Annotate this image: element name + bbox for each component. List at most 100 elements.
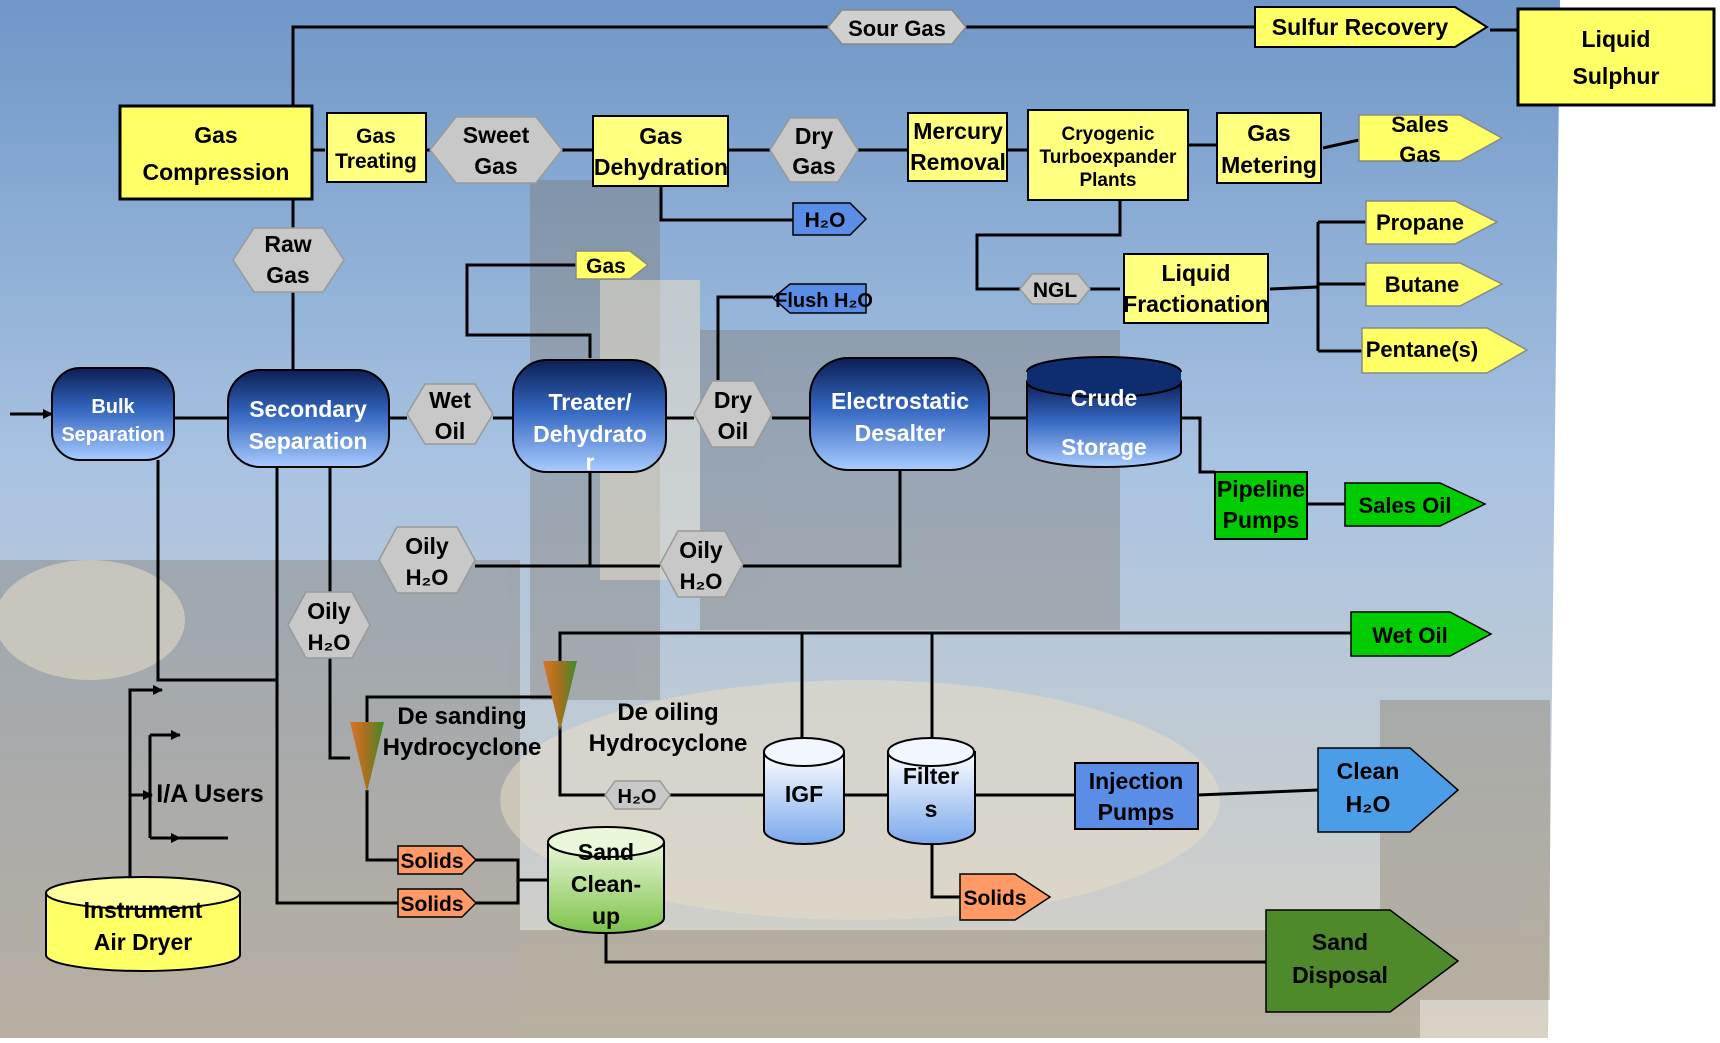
liquid-sulphur-box: Liquid Sulphur: [1516, 7, 1716, 107]
filters-vessel: Filter s: [887, 737, 976, 846]
clean-h2o-label-2: H₂O: [1346, 791, 1391, 817]
h2o-dehydration-output: H₂O: [792, 202, 868, 236]
pipeline-pumps-box: Pipeline Pumps: [1214, 471, 1308, 540]
bulk-separation-label-2: Separation: [61, 424, 164, 446]
gas-metering-label-2: Metering: [1221, 152, 1317, 178]
oily-h2o-left-label-2: H₂O: [406, 565, 449, 590]
injection-pumps-box: Injection Pumps: [1074, 762, 1199, 830]
air-dryer-label-1: Instrument: [84, 897, 203, 923]
solids-upper-label: Solids: [400, 850, 463, 873]
desanding-label-1: De sanding: [397, 703, 526, 730]
sales-oil-output: Sales Oil: [1344, 482, 1487, 527]
flush-h2o-input: Flush H₂O: [771, 283, 873, 314]
solids-lower-label: Solids: [400, 893, 463, 916]
liquid-sulphur-label-2: Sulphur: [1573, 63, 1660, 89]
bulk-separation-vessel: Bulk Separation: [51, 367, 175, 461]
liquid-fractionation-box: Liquid Fractionation: [1123, 253, 1269, 324]
filters-label-1: Filter: [903, 763, 959, 789]
oily-h2o-right-label-1: Oily: [679, 537, 723, 563]
injection-pumps-label-1: Injection: [1089, 768, 1184, 794]
air-dryer-label-2: Air Dryer: [94, 929, 192, 955]
oily-h2o-middle-label-1: Oily: [307, 598, 351, 624]
wet-oil-hex-label-1: Wet: [429, 387, 471, 413]
sand-cleanup-label-2: Clean-: [571, 871, 641, 897]
deoiling-hydrocyclone: De oiling Hydrocyclone: [543, 661, 747, 757]
gas-compression-label-1: Gas: [194, 122, 237, 148]
sand-cleanup-label-3: up: [592, 903, 620, 929]
solids-output-lower: Solids: [397, 888, 478, 918]
solids-filters-label: Solids: [963, 887, 1026, 910]
cryogenic-turboexpander-box: Cryogenic Turboexpander Plants: [1027, 109, 1189, 201]
sour-gas-connector: Sour Gas: [827, 9, 967, 45]
oily-h2o-connector-middle: Oily H₂O: [287, 591, 371, 659]
raw-gas-label-1: Raw: [264, 231, 311, 257]
flow-lines: [10, 25, 1518, 964]
injection-pumps-label-2: Pumps: [1098, 799, 1175, 825]
sand-disposal-label-2: Disposal: [1292, 962, 1388, 988]
gas-dehydration-label-1: Gas: [639, 123, 682, 149]
sweet-gas-connector: Sweet Gas: [429, 116, 563, 184]
oily-h2o-right-label-2: H₂O: [680, 569, 723, 594]
gas-metering-box: Gas Metering: [1216, 112, 1322, 184]
gas-dehydration-box: Gas Dehydration: [592, 115, 729, 187]
oily-h2o-connector-left: Oily H₂O: [378, 526, 476, 594]
bulk-separation-label-1: Bulk: [91, 396, 135, 418]
sweet-gas-label-2: Gas: [474, 153, 517, 179]
dry-gas-label-1: Dry: [795, 123, 834, 149]
butane-label: Butane: [1385, 272, 1460, 297]
gas-dehydration-label-2: Dehydration: [594, 154, 728, 180]
sour-gas-label: Sour Gas: [848, 16, 946, 41]
wet-oil-connector: Wet Oil: [406, 383, 494, 445]
gas-compression-label-2: Compression: [143, 159, 290, 185]
treater-label-2: Dehydrato: [533, 421, 647, 447]
ia-users-label: I/A Users: [156, 780, 263, 808]
gas-small-label: Gas: [586, 255, 626, 278]
mercury-removal-box: Mercury Removal: [907, 112, 1008, 182]
deoiling-label-2: Hydrocyclone: [589, 730, 748, 757]
filters-label-2: s: [925, 796, 938, 822]
dry-gas-label-2: Gas: [792, 153, 835, 179]
sand-disposal-label-1: Sand: [1312, 929, 1368, 955]
cryogenic-label-2: Turboexpander: [1040, 147, 1177, 168]
pipeline-pumps-label-1: Pipeline: [1217, 476, 1305, 502]
solids-output-filters: Solids: [959, 873, 1052, 921]
sand-cleanup-label-1: Sand: [578, 839, 634, 865]
electrostatic-label-2: Desalter: [855, 420, 946, 446]
propane-output: Propane: [1365, 200, 1499, 245]
sales-gas-output: Sales Gas: [1358, 112, 1504, 167]
sales-gas-label-1: Sales: [1391, 112, 1449, 137]
gas-compression-box: Gas Compression: [118, 104, 314, 201]
propane-label: Propane: [1376, 210, 1464, 235]
secondary-separation-label-1: Secondary: [249, 396, 367, 422]
gas-treater-output: Gas: [575, 250, 650, 280]
desanding-label-2: Hydrocyclone: [383, 734, 542, 761]
oily-h2o-connector-right: Oily H₂O: [659, 530, 744, 598]
electrostatic-label-1: Electrostatic: [831, 388, 969, 414]
sand-cleanup-tank: Sand Clean- up: [547, 826, 665, 934]
igf-label: IGF: [785, 781, 823, 807]
cryogenic-label-3: Plants: [1079, 170, 1136, 191]
h2o-small-label: H₂O: [618, 786, 657, 808]
gas-treating-box: Gas Treating: [326, 112, 427, 183]
sales-gas-label-2: Gas: [1399, 142, 1441, 167]
pentanes-label: Pentane(s): [1366, 337, 1478, 362]
treater-label-3: r: [586, 449, 595, 475]
dry-oil-connector: Dry Oil: [693, 380, 773, 448]
raw-gas-connector: Raw Gas: [232, 227, 345, 293]
crude-storage-label-2: Storage: [1061, 434, 1147, 460]
h2o-dehy-label: H₂O: [805, 209, 846, 232]
wet-oil-out-label: Wet Oil: [1372, 623, 1447, 648]
cryogenic-label-1: Cryogenic: [1062, 124, 1155, 145]
dry-gas-connector: Dry Gas: [769, 117, 859, 183]
sulfur-recovery-output: Sulfur Recovery: [1254, 6, 1489, 48]
crude-storage-label-1: Crude: [1071, 385, 1137, 411]
dry-oil-label-2: Oil: [718, 418, 749, 444]
pentanes-output: Pentane(s): [1361, 327, 1529, 374]
oily-h2o-left-label-1: Oily: [405, 533, 449, 559]
h2o-small-connector: H₂O: [604, 780, 671, 810]
secondary-separation-vessel: Secondary Separation: [227, 369, 390, 468]
secondary-separation-label-2: Separation: [249, 428, 368, 454]
gas-metering-label-1: Gas: [1247, 120, 1290, 146]
